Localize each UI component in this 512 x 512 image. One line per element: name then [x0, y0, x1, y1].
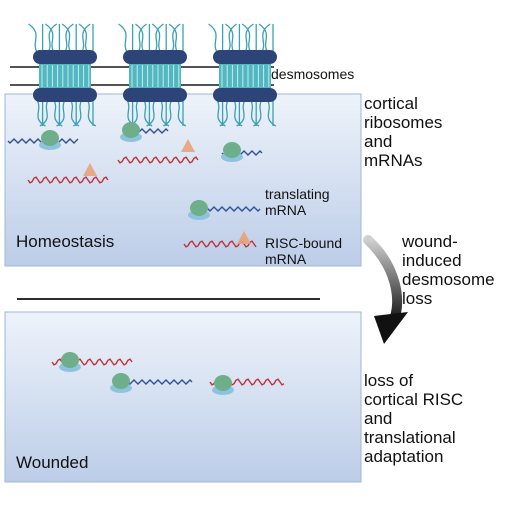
ribosome-large-subunit: [223, 142, 241, 158]
outcome-label-line-5: adaptation: [364, 447, 443, 466]
outcome-label-line-1: loss of: [364, 371, 413, 390]
risc-complex: [181, 139, 195, 152]
ribosome-large-subunit: [214, 375, 232, 391]
molecule-group: [7, 122, 285, 395]
desmosomes-label: desmosomes: [271, 66, 354, 82]
risc-bound-label-line-2: mRNA: [265, 251, 307, 267]
desmosome: [28, 23, 97, 127]
outcome-label-line-2: cortical RISC: [364, 390, 463, 409]
outcome-label-line-3: and: [364, 409, 392, 428]
transition-label-line-4: loss: [402, 289, 432, 308]
cortical-label-line-4: mRNAs: [364, 151, 423, 170]
cortical-label-line-2: ribosomes: [364, 113, 442, 132]
wounded-title: Wounded: [16, 453, 88, 472]
risc-bound-label-line-1: RISC-bound: [265, 235, 342, 251]
desmosome: [118, 23, 187, 127]
wounded-panel: [4, 311, 362, 483]
ribosome-large-subunit: [41, 130, 59, 146]
transition-label-line-1: wound-: [401, 232, 458, 251]
translating-label-line-2: mRNA: [265, 202, 307, 218]
risc-complex: [237, 231, 251, 244]
homeostasis-title: Homeostasis: [16, 232, 114, 251]
transition-label-line-3: desmosome: [402, 270, 495, 289]
risc-complex: [83, 163, 97, 176]
cortical-label-line-1: cortical: [364, 94, 418, 113]
outcome-label-line-4: translational: [364, 428, 456, 447]
translating-label-line-1: translating: [265, 186, 330, 202]
ribosome-large-subunit: [122, 122, 140, 138]
transition-arrow: [363, 235, 408, 344]
desmosome: [208, 23, 277, 127]
ribosome-large-subunit: [190, 200, 208, 216]
ribosome-large-subunit: [112, 373, 130, 389]
transition-label-line-2: induced: [402, 251, 462, 270]
cortical-label-line-3: and: [364, 132, 392, 151]
desmosome-group: [28, 23, 277, 127]
ribosome-large-subunit: [61, 352, 79, 368]
